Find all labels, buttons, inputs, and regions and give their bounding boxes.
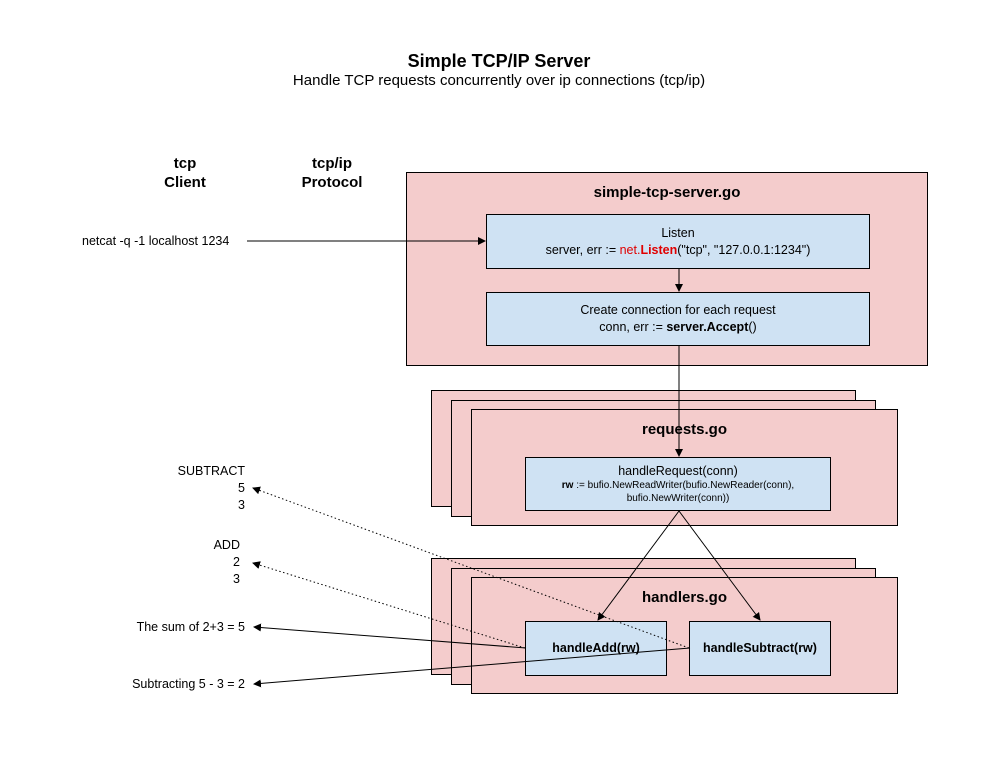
listen-code-prefix: server, err := <box>545 242 620 257</box>
add-input-dotted-arrow <box>252 561 526 649</box>
accept-code: conn, err := server.Accept() <box>599 319 756 336</box>
client-command: netcat -q -1 localhost 1234 <box>82 234 230 248</box>
client-column-header: tcp Client <box>145 154 225 192</box>
handle-request-rw: rw <box>561 480 574 491</box>
handle-request-box: handleRequest(conn) rw := bufio.NewReadW… <box>525 457 831 511</box>
listen-box: Listen server, err := net.Listen("tcp", … <box>486 214 870 269</box>
request-to-subtract-arrow <box>678 510 761 621</box>
accept-box: Create connection for each request conn,… <box>486 292 870 346</box>
listen-code: server, err := net.Listen("tcp", "127.0.… <box>546 242 811 259</box>
handle-request-code-line2: bufio.NewWriter(conn)) <box>626 492 730 504</box>
handle-request-line1-rest: := bufio.NewReadWriter(bufio.NewReader(c… <box>573 480 795 491</box>
accept-code-suffix: () <box>748 320 757 334</box>
subtract-input: SUBTRACT 5 3 <box>140 463 245 514</box>
listen-code-suffix: ("tcp", "127.0.0.1:1234") <box>677 242 811 257</box>
difference-output-arrow <box>253 647 691 688</box>
request-to-add-arrow <box>597 510 680 621</box>
add-input-operand2: 3 <box>233 572 240 586</box>
difference-output: Subtracting 5 - 3 = 2 <box>132 677 245 691</box>
accept-code-call: server.Accept <box>666 320 749 334</box>
handle-subtract-box: handleSubtract(rw) <box>689 621 831 676</box>
subtract-input-operand1: 5 <box>238 481 245 495</box>
add-input-command: ADD <box>213 538 240 552</box>
server-file-title: simple-tcp-server.go <box>593 184 741 201</box>
accept-code-prefix: conn, err := <box>599 320 667 334</box>
subtract-input-command: SUBTRACT <box>177 464 245 478</box>
requests-file-title: requests.go <box>641 421 728 438</box>
client-header-line2: Client <box>164 174 206 191</box>
diagram-subtitle: Handle TCP requests concurrently over ip… <box>292 72 706 89</box>
sum-output: The sum of 2+3 = 5 <box>136 620 245 634</box>
diagram-title: Simple TCP/IP Server <box>407 51 591 71</box>
protocol-header-line2: Protocol <box>301 174 363 191</box>
handlers-file-title: handlers.go <box>641 589 727 606</box>
sum-output-arrow <box>253 623 527 649</box>
add-input: ADD 2 3 <box>140 537 240 588</box>
handle-request-heading: handleRequest(conn) <box>618 464 738 478</box>
listen-code-pkg: net. <box>619 242 641 257</box>
handle-request-code-line1: rw := bufio.NewReadWriter(bufio.NewReade… <box>562 480 794 493</box>
client-header-line1: tcp <box>173 155 197 172</box>
accept-heading: Create connection for each request <box>580 303 776 317</box>
listen-heading: Listen <box>661 225 695 240</box>
handle-add-label: handleAdd(rw) <box>552 641 640 655</box>
add-input-operand1: 2 <box>233 555 240 569</box>
listen-code-func: Listen <box>640 242 678 257</box>
subtract-input-operand2: 3 <box>238 498 245 512</box>
protocol-header-line1: tcp/ip <box>312 155 352 172</box>
subtract-input-dotted-arrow <box>252 486 690 649</box>
handle-subtract-label: handleSubtract(rw) <box>703 641 817 655</box>
protocol-column-header: tcp/ip Protocol <box>285 154 379 192</box>
handle-add-box: handleAdd(rw) <box>525 621 667 676</box>
